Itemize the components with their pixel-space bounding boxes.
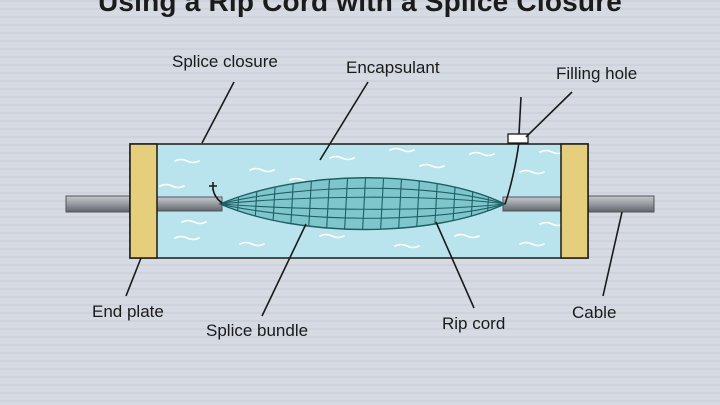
cable-right <box>587 195 655 213</box>
filling-hole-stem <box>518 96 522 135</box>
leader-splice-closure <box>201 81 235 144</box>
inner-cable-right <box>502 196 564 212</box>
leader-filling-hole <box>525 91 573 138</box>
diagram-title: Using a Rip Cord with a Splice Closure <box>97 0 623 17</box>
label-encapsulant: Encapsulant <box>346 58 440 77</box>
label-splice-closure: Splice closure <box>172 52 278 71</box>
leader-end-plate <box>125 257 142 297</box>
label-cable: Cable <box>572 303 617 322</box>
leader-rip-cord <box>435 221 475 309</box>
rip-cord-tab <box>209 182 217 190</box>
end-plate-left <box>129 143 158 259</box>
leader-splice-bundle <box>261 223 307 317</box>
label-rip-cord: Rip cord <box>442 314 506 333</box>
label-filling-hole: Filling hole <box>556 64 638 83</box>
encapsulant-waves <box>159 147 565 249</box>
end-plate-right <box>560 143 589 259</box>
filling-hole <box>507 133 529 144</box>
inner-cable-left <box>155 196 223 212</box>
cable-left <box>65 195 133 213</box>
label-end-plate: End plate <box>92 302 164 321</box>
label-splice-bundle: Splice bundle <box>206 321 309 340</box>
leader-cable <box>602 211 623 297</box>
rip-cord-line <box>212 141 520 205</box>
leader-encapsulant <box>319 81 369 161</box>
